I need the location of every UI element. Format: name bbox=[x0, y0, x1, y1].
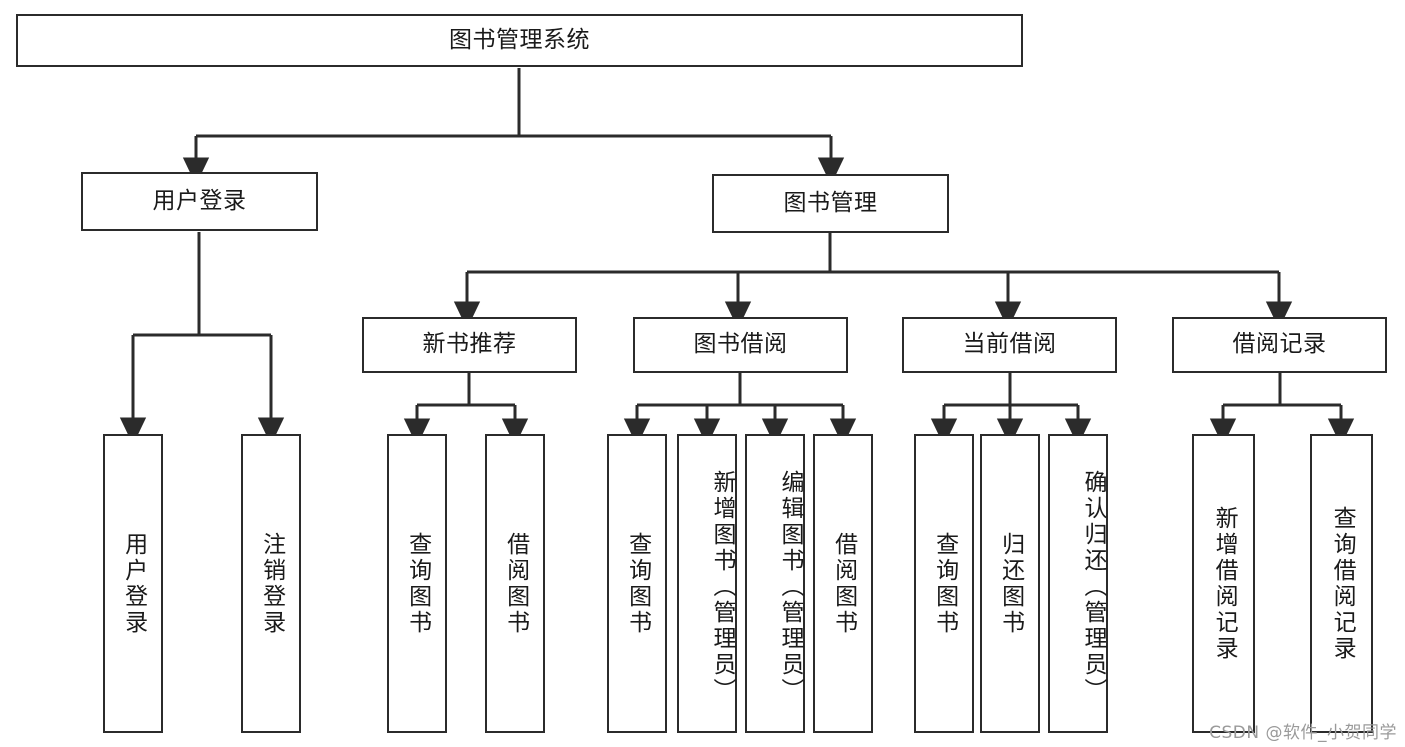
leaf-add-book[interactable]: 新增图书（管理员） bbox=[677, 434, 737, 733]
node-label: 当前借阅 bbox=[962, 331, 1057, 358]
node-label: 查询借阅记录 bbox=[1329, 505, 1356, 662]
user-login-edges bbox=[119, 232, 285, 446]
node-label: 借阅图书 bbox=[502, 531, 529, 636]
book-borrow-edges bbox=[623, 373, 857, 447]
node-borrow-record[interactable]: 借阅记录 bbox=[1172, 317, 1387, 373]
leaf-query-book-recommend[interactable]: 查询图书 bbox=[387, 434, 447, 733]
node-label: 归还图书 bbox=[997, 531, 1024, 636]
borrow-record-edges bbox=[1209, 373, 1355, 447]
node-label: 新书推荐 bbox=[422, 331, 517, 358]
node-label: 图书管理系统 bbox=[449, 26, 590, 53]
node-label: 图书借阅 bbox=[693, 331, 788, 358]
node-label: 用户登录 bbox=[152, 187, 247, 214]
leaf-logout[interactable]: 注销登录 bbox=[241, 434, 301, 733]
root-edges bbox=[182, 68, 845, 186]
new-book-recommend-edges bbox=[403, 373, 529, 447]
node-label: 查询图书 bbox=[624, 531, 651, 636]
node-label: 图书管理 bbox=[783, 189, 878, 216]
node-user-login[interactable]: 用户登录 bbox=[81, 172, 318, 231]
watermark: CSDN @软件_小贺同学 bbox=[1209, 723, 1397, 743]
leaf-return-book[interactable]: 归还图书 bbox=[980, 434, 1040, 733]
node-label: 编辑图书（管理员） bbox=[777, 469, 803, 704]
current-borrow-edges bbox=[930, 373, 1092, 447]
node-current-borrow[interactable]: 当前借阅 bbox=[902, 317, 1117, 373]
node-book-borrow[interactable]: 图书借阅 bbox=[633, 317, 848, 373]
leaf-query-borrow-record[interactable]: 查询借阅记录 bbox=[1310, 434, 1373, 733]
node-label: 新增借阅记录 bbox=[1211, 505, 1238, 662]
leaf-edit-book[interactable]: 编辑图书（管理员） bbox=[745, 434, 805, 733]
node-label: 注销登录 bbox=[258, 531, 285, 636]
node-root-system[interactable]: 图书管理系统 bbox=[16, 14, 1023, 67]
node-label: 确认归还（管理员） bbox=[1080, 469, 1106, 704]
node-label: 查询图书 bbox=[931, 531, 958, 636]
leaf-query-book-borrow[interactable]: 查询图书 bbox=[607, 434, 667, 733]
node-book-management[interactable]: 图书管理 bbox=[712, 174, 949, 233]
node-new-book-recommend[interactable]: 新书推荐 bbox=[362, 317, 577, 373]
node-label: 查询图书 bbox=[404, 531, 431, 636]
leaf-add-borrow-record[interactable]: 新增借阅记录 bbox=[1192, 434, 1255, 733]
leaf-query-book-current[interactable]: 查询图书 bbox=[914, 434, 974, 733]
node-label: 借阅记录 bbox=[1232, 331, 1327, 358]
leaf-borrow-book-borrow[interactable]: 借阅图书 bbox=[813, 434, 873, 733]
book-management-edges bbox=[453, 233, 1293, 330]
node-label: 新增图书（管理员） bbox=[709, 469, 735, 704]
leaf-borrow-book-recommend[interactable]: 借阅图书 bbox=[485, 434, 545, 733]
node-label: 借阅图书 bbox=[830, 531, 857, 636]
node-label: 用户登录 bbox=[120, 531, 147, 636]
leaf-confirm-return[interactable]: 确认归还（管理员） bbox=[1048, 434, 1108, 733]
leaf-user-login[interactable]: 用户登录 bbox=[103, 434, 163, 733]
